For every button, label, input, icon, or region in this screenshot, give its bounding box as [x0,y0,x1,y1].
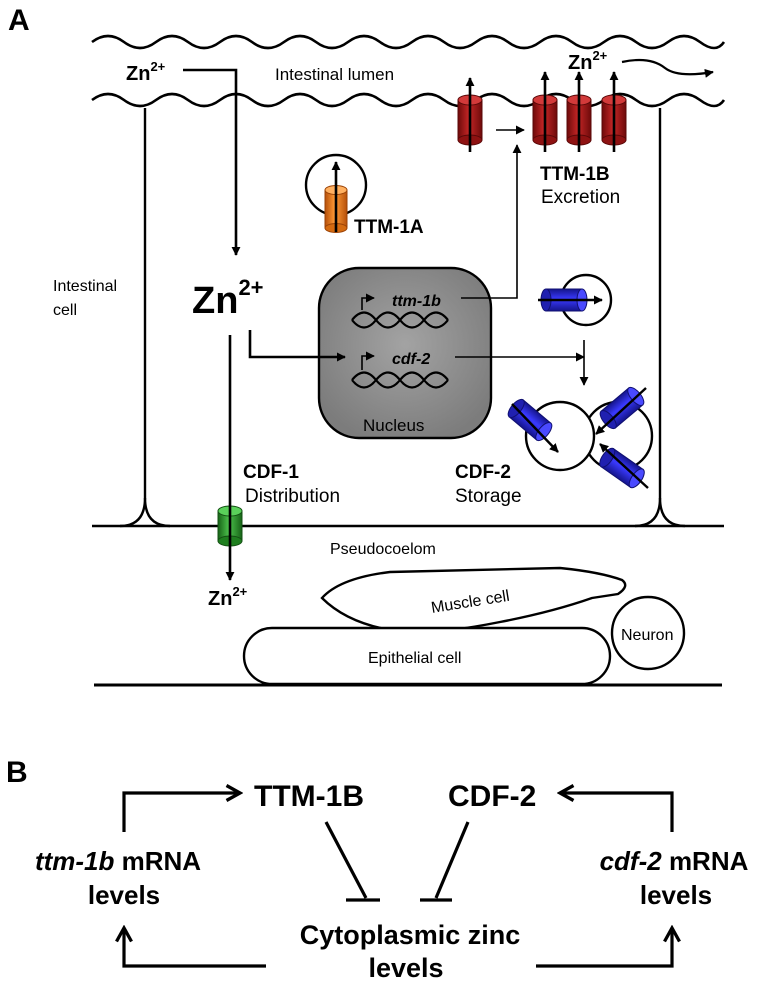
lumen-top-membrane [91,34,726,50]
cdf2-inhibition [420,821,470,902]
svg-text:ttm-1b mRNA: ttm-1b mRNA [35,846,201,876]
zn-cytoplasm-label: Zn2+ [192,275,264,322]
cdf2-storage-flux-arrow-1 [511,403,559,453]
cdf2-mrna-label: cdf-2 mRNA [600,846,749,876]
zn-uptake-arrow [183,68,241,256]
cdf2-label: CDF-2 [455,462,511,483]
cytoplasmic-zinc-label-line1: Cytoplasmic zinc [300,920,521,950]
ttm1b-mrna-to-protein-arrow [122,793,240,832]
ttm1b-protein-label: TTM-1B [254,780,364,813]
ttm1b-gene-label: ttm-1b [392,293,441,310]
cytoplasmic-zinc-label-line2: levels [368,953,443,983]
zn-to-cdf2-arrow [248,330,346,362]
cell-wall-right-b [658,497,686,528]
ttm1b-mrna-levels-label: levels [88,880,160,910]
cdf2-mrna-levels-label: levels [640,880,712,910]
ttm1b-inhibition [324,821,380,902]
nucleus [317,266,493,440]
intestinal-lumen-label: Intestinal lumen [275,65,394,84]
cdf2-protein-label: CDF-2 [448,780,536,813]
neuron [610,595,686,671]
panel-a-label: A [8,4,30,37]
svg-text:Zn2+: Zn2+ [208,584,248,610]
svg-text:Zn2+: Zn2+ [192,275,264,322]
neuron-label: Neuron [621,627,673,644]
ttm1a-label: TTM-1A [354,217,424,238]
distribution-label: Distribution [245,486,340,507]
svg-text:Zn2+: Zn2+ [126,59,166,85]
ttm1b-mrna-label: ttm-1b mRNA [35,846,201,876]
zn-excreted-label: Zn2+ [568,48,608,74]
panel-b-label: B [6,756,28,789]
ttm1b-label: TTM-1B [540,164,610,185]
svg-text:Zn2+: Zn2+ [568,48,608,74]
apical-membrane [91,92,726,108]
excretion-label: Excretion [541,187,620,208]
zinc-to-ttm1b-mrna-arrow [124,928,266,968]
zn-lumen-label: Zn2+ [126,59,166,85]
cell-wall-left [119,108,147,528]
zn-pseudocoelom-label: Zn2+ [208,584,248,610]
storage-label: Storage [455,486,522,507]
zinc-to-cdf2-mrna-arrow [536,928,672,968]
intestinal-cell-label-line2: cell [53,302,77,319]
cdf1-label: CDF-1 [243,462,299,483]
ttm1b-expression-arrow [461,144,522,299]
cdf2-storage-flux-arrow-3 [599,443,649,489]
cdf2-mrna-to-protein-arrow [560,793,674,832]
pseudocoelom-label: Pseudocoelom [330,541,436,558]
cell-wall-left-b [143,497,171,528]
zn-excretion-arrow [621,58,714,78]
svg-text:cdf-2 mRNA: cdf-2 mRNA [600,846,749,876]
cdf2-storage-flux-arrow-2 [595,387,647,435]
ttm1b-gene-dna [351,293,449,329]
cdf2-storage-granule [507,386,654,489]
nucleus-label: Nucleus [363,416,424,435]
cdf2-gene-label: cdf-2 [392,351,430,368]
epithelial-cell-label: Epithelial cell [368,650,461,667]
intestinal-cell-label-line1: Intestinal [53,278,117,295]
cdf2-gene-dna [351,351,449,389]
